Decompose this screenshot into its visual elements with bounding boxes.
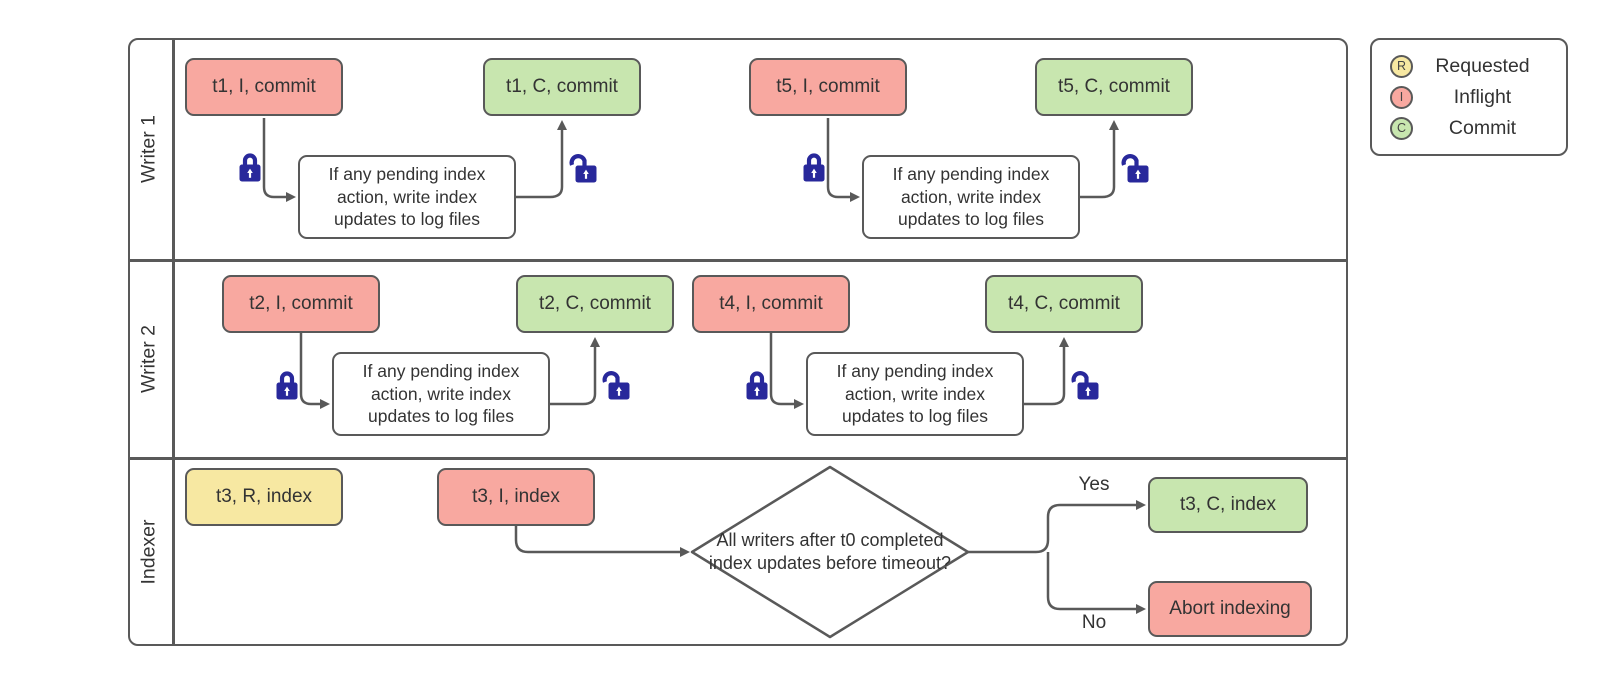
legend-label-commit: Commit: [1448, 116, 1517, 139]
lock-open-icon: [569, 154, 597, 183]
state-box-t3-requested: t3, R, index: [185, 468, 343, 526]
state-box-t3-commit: t3, C, index: [1148, 477, 1308, 533]
lock-closed-icon: [803, 153, 825, 182]
inflight-state-icon: I: [1390, 85, 1413, 109]
state-box-t3-inflight: t3, I, index: [437, 468, 595, 526]
process-box-writer2-a: If any pending index action, write index…: [332, 352, 550, 436]
process-box-writer1-b: If any pending index action, write index…: [862, 155, 1080, 239]
legend-row-inflight: I Inflight: [1390, 82, 1552, 113]
branch-label-no: No: [1081, 612, 1107, 633]
lock-closed-icon: [239, 153, 261, 182]
lane-divider-2: [130, 457, 1346, 460]
lane-label-writer-1: Writer 1: [137, 115, 160, 183]
lane-label-indexer: Indexer: [137, 519, 160, 585]
lock-closed-icon: [276, 371, 298, 400]
state-box-t5-commit: t5, C, commit: [1035, 58, 1193, 116]
legend-row-requested: R Requested: [1390, 51, 1552, 82]
legend-row-commit: C Commit: [1390, 113, 1552, 144]
state-box-t4-inflight: t4, I, commit: [692, 275, 850, 333]
lane-divider-1: [130, 259, 1346, 262]
process-box-writer1-a: If any pending index action, write index…: [298, 155, 516, 239]
decision-text: All writers after t0 completed index upd…: [708, 529, 952, 573]
process-box-writer2-b: If any pending index action, write index…: [806, 352, 1024, 436]
legend-label-inflight: Inflight: [1453, 85, 1512, 108]
legend-label-requested: Requested: [1435, 54, 1530, 77]
branch-label-yes: Yes: [1078, 474, 1110, 495]
state-box-t1-inflight: t1, I, commit: [185, 58, 343, 116]
lock-closed-icon: [746, 371, 768, 400]
abort-indexing-box: Abort indexing: [1148, 581, 1312, 637]
legend: R Requested I Inflight C Commit: [1370, 38, 1568, 156]
state-box-t2-commit: t2, C, commit: [516, 275, 674, 333]
swimlane-frame: [128, 38, 1348, 646]
lock-open-icon: [1121, 154, 1149, 183]
lane-label-divider: [172, 40, 175, 644]
state-box-t1-commit: t1, C, commit: [483, 58, 641, 116]
lock-open-icon: [1071, 371, 1099, 400]
state-box-t5-inflight: t5, I, commit: [749, 58, 907, 116]
state-box-t2-inflight: t2, I, commit: [222, 275, 380, 333]
lock-open-icon: [602, 371, 630, 400]
state-box-t4-commit: t4, C, commit: [985, 275, 1143, 333]
commit-state-icon: C: [1390, 116, 1413, 140]
lane-label-writer-2: Writer 2: [137, 325, 160, 393]
requested-state-icon: R: [1390, 54, 1413, 78]
